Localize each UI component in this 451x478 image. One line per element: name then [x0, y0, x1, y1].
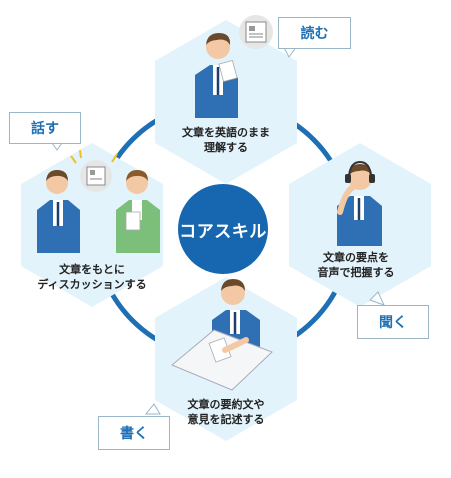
- callout-tail-listen: [369, 291, 385, 306]
- writer-figure: [171, 279, 273, 391]
- listener-figure: [337, 160, 382, 246]
- skill-write-line-1: 文章の要約文や: [187, 398, 265, 411]
- skill-read-line-2: 理解する: [204, 141, 248, 154]
- skill-listen-line-1: 文章の要点を: [323, 251, 389, 264]
- skill-read-line-1: 文章を英語のまま: [182, 126, 270, 139]
- tag-listen: 聞く: [357, 305, 429, 339]
- skill-speak-text: 文章をもとに ディスカッションする: [22, 262, 162, 292]
- skill-listen-text: 文章の要点を 音声で把握する: [301, 250, 411, 280]
- tag-read: 読む: [278, 17, 351, 49]
- skill-write-text: 文章の要約文や 意見を記述する: [171, 397, 281, 427]
- headset-icon: [345, 160, 375, 183]
- tag-write: 書く: [98, 416, 170, 450]
- skill-listen-line-2: 音声で把握する: [317, 266, 395, 279]
- skill-speak-line-2: ディスカッションする: [37, 278, 147, 291]
- reader-figure: [195, 15, 273, 118]
- callout-tail-write: [144, 403, 161, 415]
- core-skill-label: コアスキル: [179, 221, 267, 242]
- skill-write-line-2: 意見を記述する: [187, 413, 265, 426]
- tag-speak: 話す: [9, 112, 81, 144]
- skill-speak-line-1: 文章をもとに: [59, 263, 125, 276]
- sparkle-icon: [70, 149, 118, 164]
- core-skill-circle: [178, 184, 268, 274]
- skill-read-text: 文章を英語のまま 理解する: [171, 125, 281, 155]
- speaker-figures: [37, 149, 160, 253]
- document-bubble-icon: [245, 21, 267, 43]
